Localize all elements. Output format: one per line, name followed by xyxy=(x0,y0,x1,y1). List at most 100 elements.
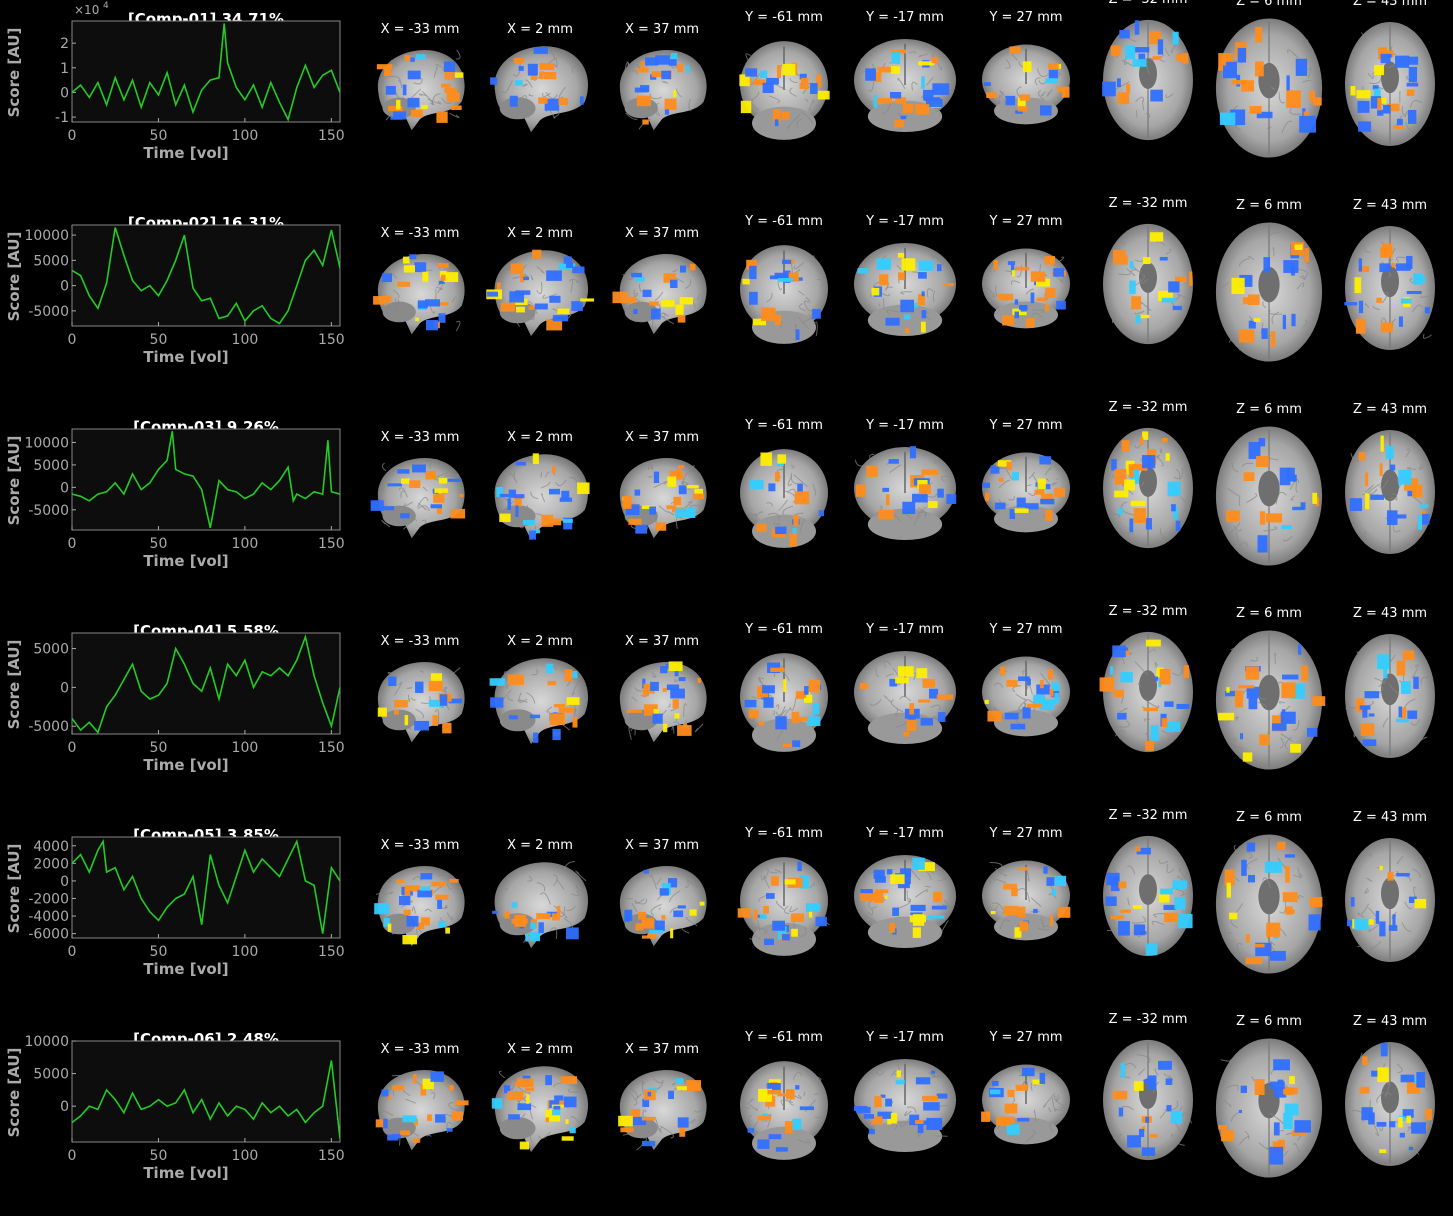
x-axis-label: Time [vol] xyxy=(143,144,228,162)
slice-label-y3: Y = 27 mm xyxy=(989,1030,1063,1045)
slice-label-x3: X = 37 mm xyxy=(624,430,700,445)
slice-label-y1: Y = -61 mm xyxy=(745,826,823,841)
brain-image xyxy=(1099,631,1193,753)
brain-image xyxy=(619,661,707,743)
x-tick-label: 150 xyxy=(318,128,345,144)
x-tick-label: 150 xyxy=(318,536,345,552)
x-axis-label: Time [vol] xyxy=(143,756,228,774)
timeseries-line xyxy=(72,838,340,934)
y-multiplier-exp: 4 xyxy=(103,1,109,11)
slice-label-x2: X = 2 mm xyxy=(507,1042,573,1057)
x-tick-label: 100 xyxy=(232,740,259,756)
brain-image xyxy=(853,38,957,133)
slice-label-z3: Z = 43 mm xyxy=(1352,198,1428,213)
slice-label-y2: Y = -17 mm xyxy=(866,214,944,229)
brain-slice-axial xyxy=(1098,628,1198,756)
y-tick-label: -4000 xyxy=(28,909,69,925)
brain-slice-sagittal xyxy=(368,862,472,948)
brain-slice-axial xyxy=(1210,830,1328,978)
slice-label-y1: Y = -61 mm xyxy=(745,418,823,433)
slice-label-x3: X = 37 mm xyxy=(624,838,700,853)
y-tick-label: 0 xyxy=(60,1099,69,1115)
slice-label-x1: X = -33 mm xyxy=(380,634,460,649)
brain-image xyxy=(490,46,589,133)
brain-image xyxy=(619,458,707,539)
x-tick-label: 50 xyxy=(150,1148,168,1164)
brain-image xyxy=(981,1064,1070,1145)
brain-image xyxy=(1345,429,1435,555)
brain-slice-sagittal xyxy=(610,862,714,948)
brain-slice-coronal xyxy=(976,654,1076,738)
y-tick-label: 4000 xyxy=(33,839,69,855)
slice-label-x1: X = -33 mm xyxy=(380,430,460,445)
brain-slice-sagittal xyxy=(484,654,596,746)
plot-area xyxy=(71,632,341,735)
brain-slice-sagittal xyxy=(368,454,472,540)
slice-label-z2: Z = 6 mm xyxy=(1236,402,1302,417)
plot-area xyxy=(71,1040,341,1143)
slice-label-z3: Z = 43 mm xyxy=(1352,810,1428,825)
brain-slice-axial xyxy=(1340,18,1440,150)
slice-label-y2: Y = -17 mm xyxy=(866,1030,944,1045)
brain-image xyxy=(373,254,465,335)
brain-slice-sagittal xyxy=(610,250,714,336)
slice-label-y1: Y = -61 mm xyxy=(745,214,823,229)
brain-image xyxy=(1215,426,1323,566)
x-tick-label: 150 xyxy=(318,1148,345,1164)
brain-slice-axial xyxy=(1210,14,1328,162)
y-axis-label: Score [AU] xyxy=(5,436,23,526)
slice-label-z2: Z = 6 mm xyxy=(1236,810,1302,825)
brain-slice-sagittal xyxy=(610,1066,714,1152)
y-tick-label: 10000 xyxy=(24,1034,69,1050)
x-tick-label: 150 xyxy=(318,944,345,960)
slice-label-x1: X = -33 mm xyxy=(380,22,460,37)
slice-label-z2: Z = 6 mm xyxy=(1236,198,1302,213)
brain-image xyxy=(981,248,1070,329)
y-tick-label: 0 xyxy=(60,874,69,890)
y-tick-label: -5000 xyxy=(28,304,69,320)
brain-slice-coronal xyxy=(847,444,963,542)
brain-image xyxy=(1215,1038,1323,1178)
slice-label-z1: Z = -32 mm xyxy=(1108,1012,1188,1027)
brain-image xyxy=(982,656,1070,737)
brain-image xyxy=(374,866,465,947)
brain-image xyxy=(740,1061,828,1160)
brain-slice-axial xyxy=(1098,832,1198,960)
slice-label-z3: Z = 43 mm xyxy=(1352,402,1428,417)
x-tick-label: 50 xyxy=(150,740,168,756)
brain-image xyxy=(1345,1041,1435,1167)
brain-slice-axial xyxy=(1098,220,1198,348)
brain-slice-axial xyxy=(1340,426,1440,558)
x-tick-label: 50 xyxy=(150,332,168,348)
brain-slice-axial xyxy=(1210,422,1328,570)
brain-image xyxy=(853,446,957,541)
slice-label-y1: Y = -61 mm xyxy=(745,10,823,25)
x-tick-label: 150 xyxy=(318,332,345,348)
y-tick-label: 5000 xyxy=(33,458,69,474)
slice-label-z1: Z = -32 mm xyxy=(1108,604,1188,619)
slice-label-y3: Y = 27 mm xyxy=(989,622,1063,637)
y-tick-label: 0 xyxy=(60,480,69,496)
x-tick-label: 0 xyxy=(68,740,77,756)
brain-image xyxy=(737,857,830,956)
x-tick-label: 100 xyxy=(232,128,259,144)
x-tick-label: 0 xyxy=(68,332,77,348)
slice-label-x3: X = 37 mm xyxy=(624,22,700,37)
brain-slice-axial xyxy=(1210,1034,1328,1182)
brain-image xyxy=(1345,837,1435,963)
brain-slice-axial xyxy=(1340,630,1440,762)
x-tick-label: 0 xyxy=(68,1148,77,1164)
slice-label-z2: Z = 6 mm xyxy=(1236,0,1302,9)
x-tick-label: 0 xyxy=(68,944,77,960)
brain-image xyxy=(982,452,1070,533)
brain-slice-coronal xyxy=(847,1056,963,1154)
y-axis-label: Score [AU] xyxy=(5,1048,23,1138)
x-tick-label: 0 xyxy=(68,128,77,144)
brain-image xyxy=(612,254,707,335)
brain-image xyxy=(853,854,957,949)
